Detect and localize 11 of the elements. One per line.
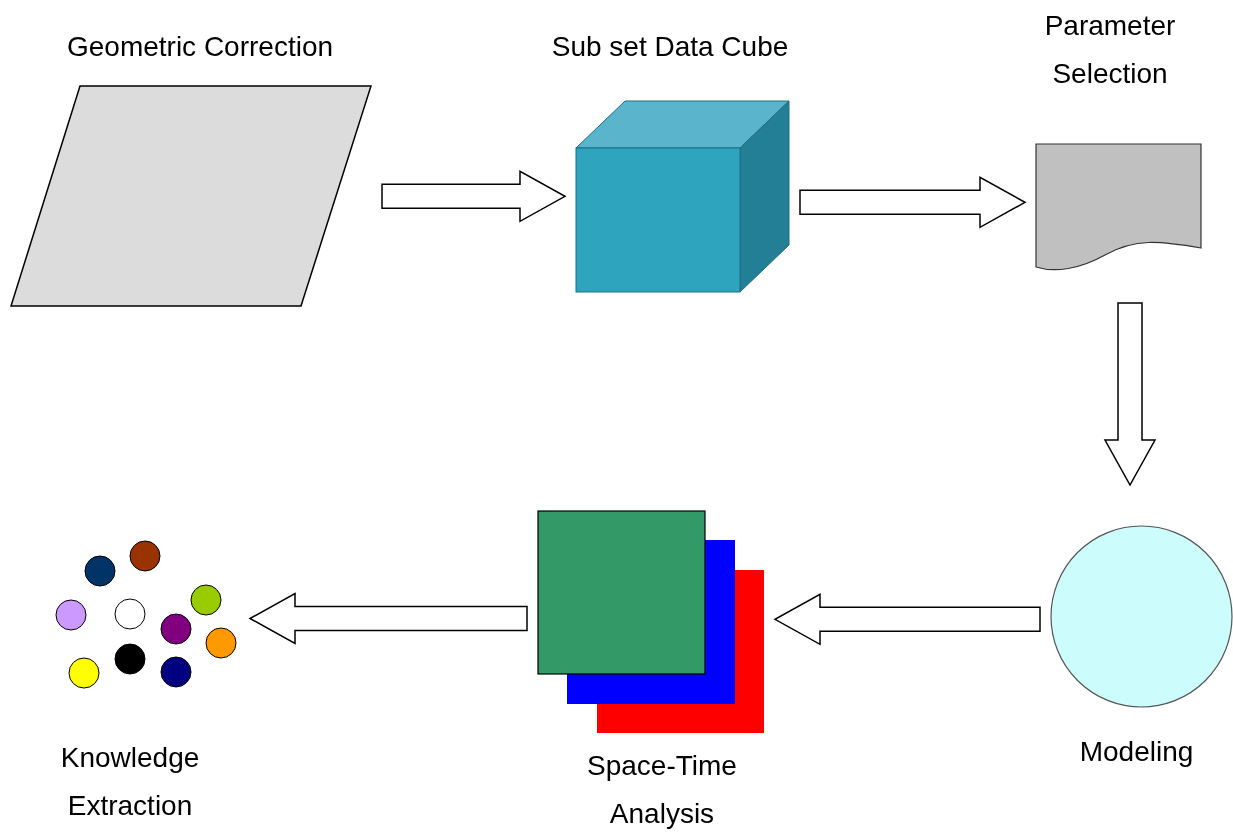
block-arrow [248, 592, 528, 645]
block-arrow [381, 170, 567, 223]
block-arrow [1103, 302, 1157, 487]
node-label: Parameter Selection [1043, 9, 1177, 91]
node-label: Space-Time Analysis [586, 748, 738, 831]
block-arrow [773, 593, 1041, 646]
node-label: Modeling [1079, 735, 1194, 769]
node-label: Sub set Data Cube [551, 30, 789, 64]
node-label: Knowledge Extraction [59, 741, 201, 823]
block-arrow [799, 176, 1027, 229]
node-label: Geometric Correction [66, 30, 334, 64]
